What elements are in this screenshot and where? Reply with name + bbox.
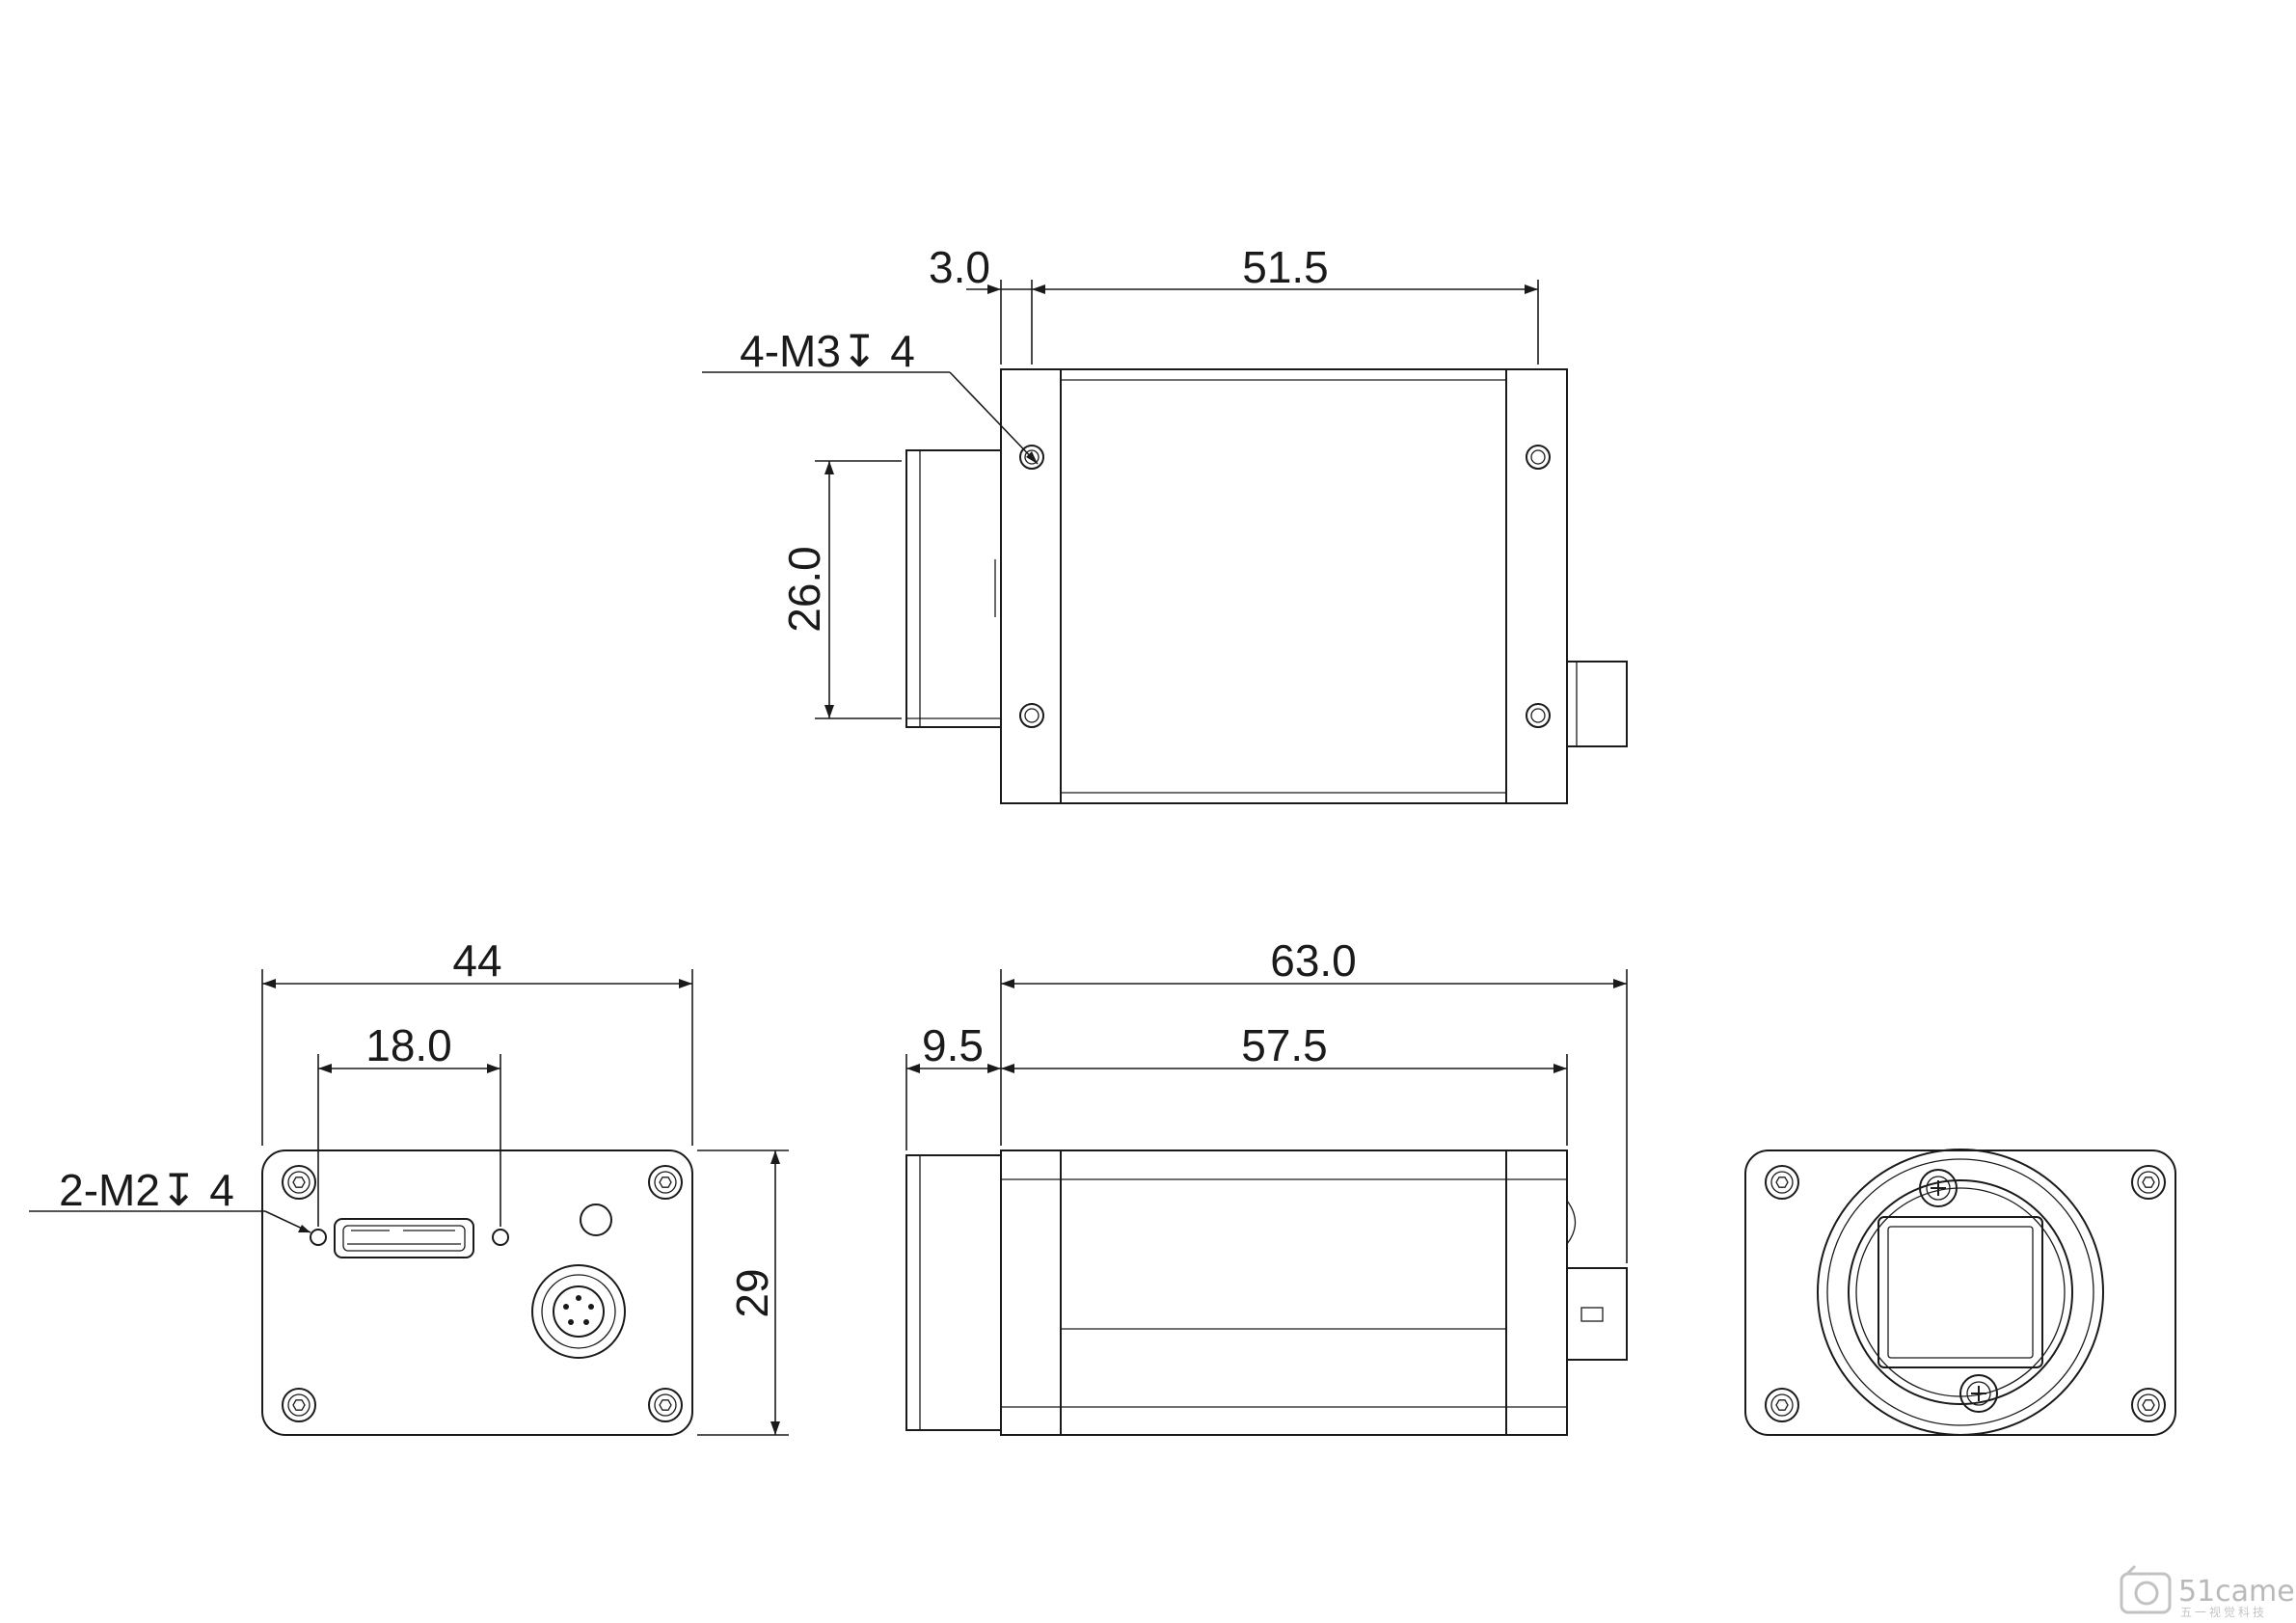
watermark-logo: 51camera 五一视觉科技 <box>2120 1564 2296 1619</box>
side-view: 63.0 9.5 57.5 <box>905 935 1628 1436</box>
callout-m3-holes: 4-M3↧ 4 <box>702 326 1039 465</box>
usb-screw-holes <box>310 1229 509 1246</box>
dimension-hole-pitch: 18.0 <box>317 1020 501 1227</box>
usb-port <box>334 1218 474 1258</box>
back-panel-outline <box>261 1150 693 1436</box>
dimension-height: 29 <box>697 1150 789 1436</box>
callout-label-m2-holes: 2-M2↧ 4 <box>59 1165 234 1215</box>
top-view-mount-holes <box>1019 445 1551 728</box>
top-view-body <box>1000 368 1568 804</box>
status-led <box>580 1204 612 1236</box>
side-view-body <box>1000 1150 1568 1436</box>
side-view-lens <box>905 1154 1002 1431</box>
top-view-lens <box>905 449 1002 728</box>
dimension-lens-height: 26.0 <box>779 460 902 719</box>
top-view: 3.0 51.5 26.0 4-M3↧ 4 <box>702 242 1628 804</box>
sensor-window <box>1877 1216 2043 1368</box>
dimension-label-lens-height: 26.0 <box>779 546 829 633</box>
dimension-label-hole-pitch: 18.0 <box>365 1020 452 1070</box>
side-view-connector <box>1566 1200 1628 1361</box>
dimension-label-body-top: 51.5 <box>1242 242 1329 292</box>
watermark-subtitle: 五一视觉科技 <box>2180 1605 2267 1619</box>
dimension-flange: 3.0 <box>929 242 1045 365</box>
dimension-width: 44 <box>261 935 693 1146</box>
top-view-connector <box>1566 661 1628 747</box>
dimension-label-body-length: 57.5 <box>1241 1020 1328 1070</box>
camera-icon <box>2120 1564 2172 1614</box>
dimension-label-width: 44 <box>452 935 501 986</box>
dimension-label-total-length: 63.0 <box>1270 935 1357 986</box>
lens-mount-view <box>1744 1149 2176 1436</box>
dimension-label-height: 29 <box>727 1268 777 1317</box>
mount-screw-bottom <box>1959 1374 1998 1413</box>
dimension-body-top: 51.5 <box>1032 242 1539 365</box>
mount-screw-top <box>1919 1169 1958 1207</box>
dimension-lens-length: 9.5 <box>905 1020 1001 1150</box>
lens-mount-screws <box>1765 1165 2166 1422</box>
io-connector <box>531 1264 626 1359</box>
watermark-brand: 51camera <box>2178 1575 2296 1609</box>
callout-m2-holes: 2-M2↧ 4 <box>29 1165 311 1233</box>
dimension-body-length: 57.5 <box>1001 1020 1568 1146</box>
back-panel-view: 44 18.0 29 2-M2↧ 4 <box>29 935 789 1436</box>
dimension-label-lens-length: 9.5 <box>922 1020 984 1070</box>
dimension-label-flange: 3.0 <box>929 242 990 292</box>
callout-label-m3-holes: 4-M3↧ 4 <box>740 326 915 376</box>
dimension-total-length: 63.0 <box>1000 935 1628 1263</box>
